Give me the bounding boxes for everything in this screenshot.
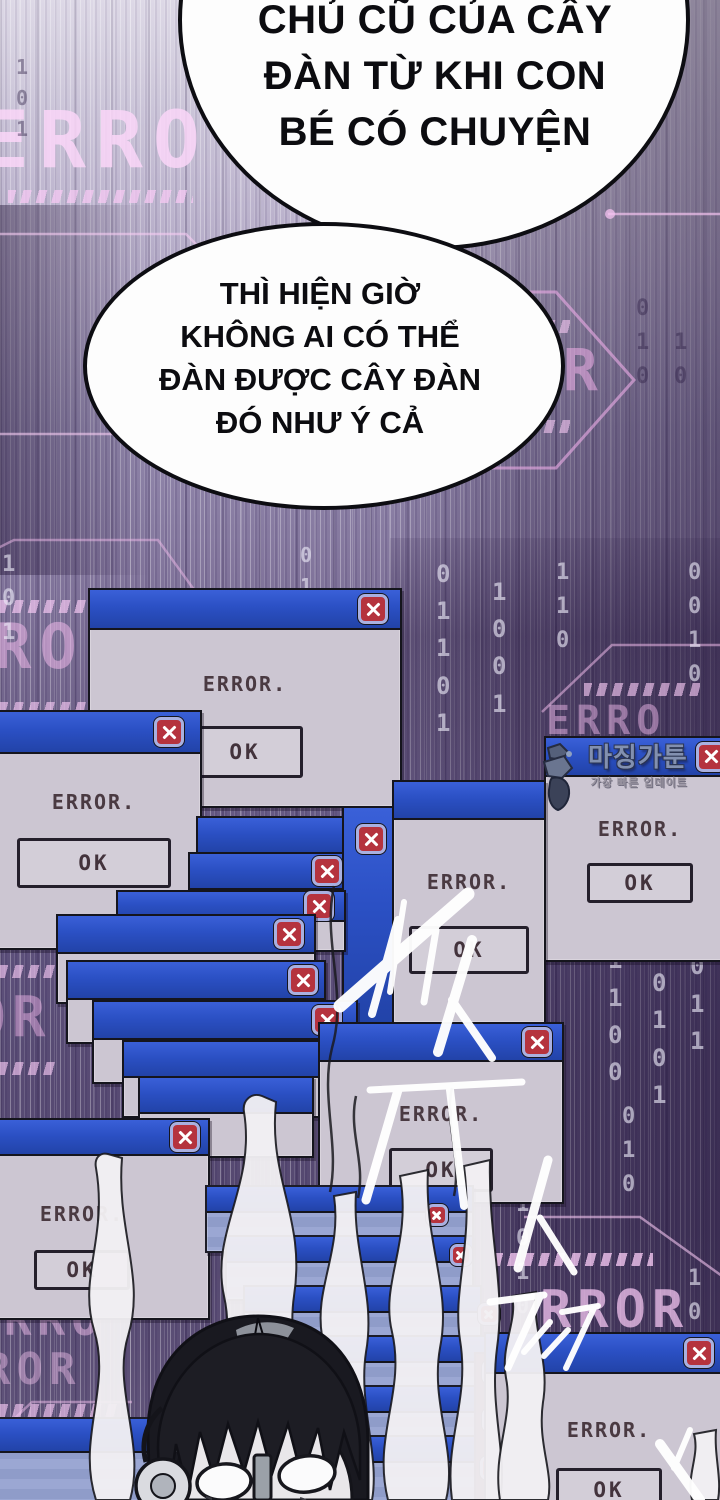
bg-hatch-row [0, 965, 58, 978]
bg-binary-column: 1 0 [674, 330, 688, 390]
dialog-titlebar[interactable] [394, 782, 544, 820]
error-dialog[interactable]: ERROR. OK [484, 1332, 720, 1500]
ok-button[interactable]: OK [34, 1250, 130, 1290]
error-dialog[interactable]: ERROR. OK [544, 736, 720, 962]
bg-binary-column: 1 0 [688, 1266, 702, 1326]
bg-binary-column: 1 1 0 [556, 560, 570, 654]
close-button[interactable] [426, 1204, 448, 1226]
dialog-titlebar[interactable] [320, 1024, 562, 1062]
dialog-titlebar[interactable] [546, 738, 720, 777]
dialog-error-text: ERROR. [566, 1418, 652, 1442]
error-dialog[interactable]: ERROR. OK [0, 1118, 210, 1320]
dialog-error-text: ERROR. [426, 870, 512, 894]
close-button[interactable] [450, 1244, 472, 1266]
dialog-error-text: ERROR. [202, 672, 288, 696]
dialog-error-text: ERROR. [51, 790, 137, 814]
close-button[interactable] [170, 1122, 200, 1152]
bg-binary-column: 1 0 0 1 [492, 578, 507, 718]
dialog-titlebar[interactable] [68, 962, 324, 1000]
dialog-titlebar[interactable] [0, 712, 200, 754]
bg-error-text: ROR [0, 1344, 82, 1395]
close-button[interactable] [478, 1303, 500, 1325]
bg-hatch-row [0, 1062, 56, 1075]
dialog-error-text: ERROR. [597, 817, 683, 841]
dialog-titlebar[interactable] [486, 1334, 720, 1374]
speech-bubble-bottom-text: THÌ HIỆN GIỜ KHÔNG AI CÓ THỂ ĐÀN ĐƯỢC CÂ… [159, 276, 481, 440]
ok-button[interactable]: OK [17, 838, 171, 888]
bg-error-text: RROR [540, 1280, 690, 1340]
error-dialog[interactable]: ERROR. OK [392, 780, 546, 1024]
dialog-titlebar[interactable] [124, 1042, 320, 1078]
ok-button[interactable]: OK [587, 863, 693, 903]
bg-hatch-row [584, 683, 700, 696]
ok-button[interactable]: OK [187, 726, 303, 778]
speech-bubble-top-text: CHỦ CŨ CỦA CÂY ĐÀN TỪ KHI CON BÉ CÓ CHUY… [257, 0, 613, 154]
close-button[interactable] [356, 824, 386, 854]
bg-hatch-row [0, 1404, 118, 1417]
close-button[interactable] [696, 741, 720, 772]
bg-binary-column: 0 1 0 [622, 1104, 636, 1198]
dialog-titlebar[interactable] [0, 1120, 208, 1156]
dialog-titlebar[interactable] [292, 1437, 497, 1463]
bg-error-text: ERRO [0, 96, 210, 186]
dialog-titlebar[interactable] [344, 808, 398, 1024]
close-button[interactable] [522, 1027, 552, 1057]
dialog-titlebar[interactable] [262, 1337, 487, 1363]
bg-binary-column: 1 0 1 0 [516, 1192, 530, 1320]
bg-binary-column: 0 0 1 0 [688, 560, 702, 688]
close-button[interactable] [684, 1338, 714, 1368]
bg-hatch-row [495, 1253, 653, 1266]
error-dialog[interactable]: ERROR.OK [318, 1022, 564, 1204]
bg-hatch-row [8, 190, 193, 203]
dialog-error-text: ERROR. [39, 1202, 125, 1226]
error-dialog[interactable] [0, 1417, 212, 1500]
bg-binary-column: 0 1 0 [636, 296, 650, 390]
dialog-titlebar[interactable] [94, 1002, 356, 1040]
dialog-titlebar[interactable] [245, 1287, 480, 1313]
bg-binary-column: 1 0 1 [16, 55, 29, 141]
ok-button[interactable]: OK [409, 926, 529, 974]
close-button[interactable] [154, 717, 184, 747]
close-button[interactable] [312, 856, 342, 886]
dialog-titlebar[interactable] [227, 1237, 472, 1263]
bg-binary-column: 0 1 1 0 1 [436, 560, 451, 737]
dialog-titlebar[interactable] [190, 854, 352, 890]
dialog-titlebar[interactable] [278, 1387, 493, 1413]
dialog-titlebar[interactable] [90, 590, 400, 630]
close-button[interactable] [288, 965, 318, 995]
dialog-titlebar[interactable] [140, 1078, 312, 1114]
dialog-error-text: ERROR. [398, 1102, 484, 1126]
bg-error-text: OR [0, 985, 52, 1050]
close-button[interactable] [274, 919, 304, 949]
bg-binary-column: 1 0 1 [2, 552, 16, 646]
dialog-titlebar[interactable] [58, 916, 314, 954]
error-dialog[interactable] [290, 1435, 499, 1500]
close-button[interactable] [358, 594, 388, 624]
ok-button[interactable]: OK [556, 1468, 662, 1500]
dialog-titlebar[interactable] [0, 1419, 210, 1453]
